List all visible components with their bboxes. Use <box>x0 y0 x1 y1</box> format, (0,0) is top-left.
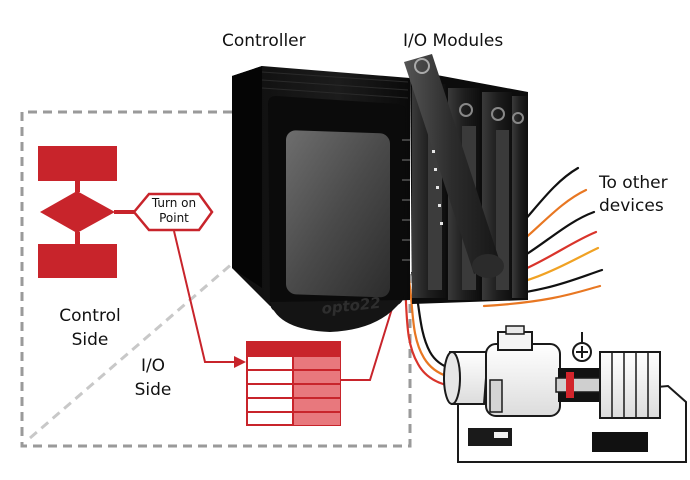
controller-device: opto22 <box>232 66 410 332</box>
control-side-label: Control Side <box>59 306 121 350</box>
signal-arrow-to-io-table <box>173 230 238 363</box>
controller-label: Controller <box>222 31 306 51</box>
machine-vent <box>592 432 648 452</box>
control-io-boundary <box>20 110 412 448</box>
touchscreen <box>286 130 390 298</box>
flowchart-decision-diamond <box>40 191 115 233</box>
terminal-strip <box>402 139 410 261</box>
io-module-4 <box>512 96 528 298</box>
flowchart-process-block-top <box>38 146 117 181</box>
io-modules-label: I/O Modules <box>403 31 504 51</box>
to-other-devices-label: To other devices <box>599 173 668 216</box>
flowchart <box>38 146 136 278</box>
turn-on-point-label: Turn on Point <box>151 196 197 225</box>
io-point-table <box>246 341 341 426</box>
io-side-label: I/O Side <box>134 356 172 400</box>
flowchart-process-block-bottom <box>38 244 117 278</box>
module-release-lever <box>404 54 504 278</box>
machine <box>443 325 687 463</box>
turn-on-point-tag <box>132 192 214 232</box>
io-modules <box>402 54 528 304</box>
